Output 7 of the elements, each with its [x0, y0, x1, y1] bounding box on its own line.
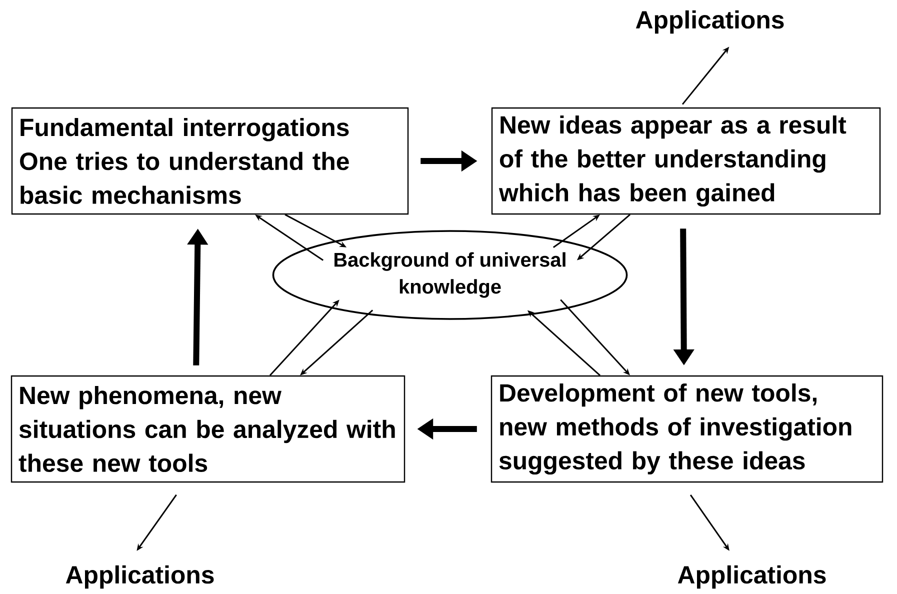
label-text: Applications — [678, 565, 826, 589]
text-box: Fundamental interrogations One tries to understand the basic mechanisms — [11, 107, 409, 215]
text-box: Development of new tools, new methods of investigation suggested by these ideas — [490, 375, 884, 483]
label-text: Applications — [66, 565, 214, 589]
text-box: New phenomena, new situations can be analyzed with these new tools — [10, 375, 406, 483]
text-box: New ideas appear as a result of the better understanding which has been gained — [491, 107, 881, 215]
label-text: Applications — [636, 10, 784, 34]
